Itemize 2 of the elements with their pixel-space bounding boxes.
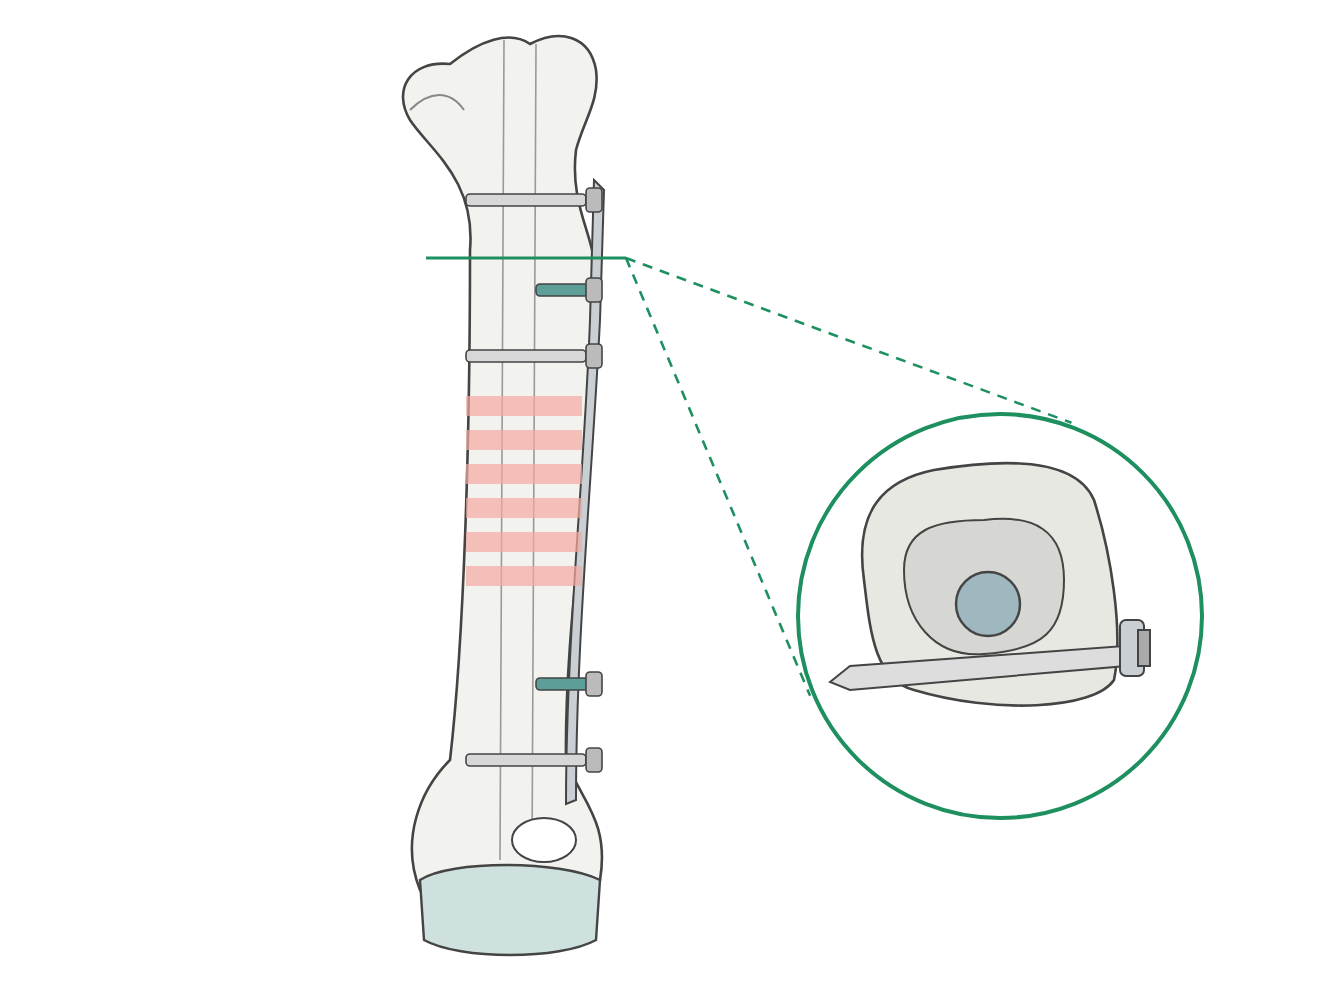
dashed-connector-line: [625, 256, 1072, 424]
dashed-connector-line: [624, 257, 812, 697]
